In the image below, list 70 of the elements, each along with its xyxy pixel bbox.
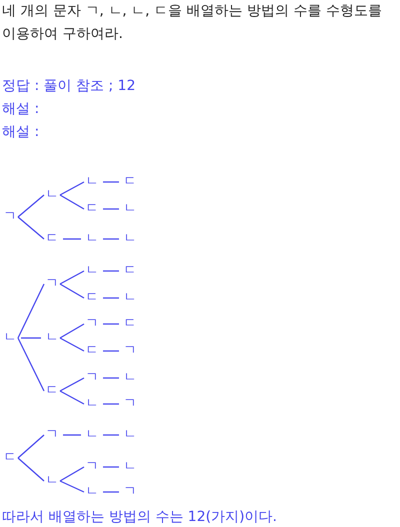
tree-letter: ㄱ [85, 316, 99, 332]
tree-letter: ㄱ [85, 459, 99, 475]
tree-letter: ㄷ [123, 174, 137, 190]
branch-line [60, 323, 84, 339]
branch-line [18, 216, 44, 240]
branch-line [60, 377, 84, 392]
branch-line [18, 434, 44, 458]
tree-letter: ㄴ [45, 330, 59, 346]
tree-letter: ㄱ [45, 427, 59, 443]
tree-letter: ㄷ [3, 450, 17, 466]
tree-letter: ㄱ [123, 484, 137, 500]
tree-letter: ㄷ [85, 201, 99, 217]
tree-letter: ㄴ [123, 459, 137, 475]
tree-letter: ㄴ [3, 330, 17, 346]
branch-line [17, 338, 45, 392]
dash-line [103, 377, 119, 379]
tree-letter: ㄴ [45, 473, 59, 489]
tree-letter: ㄷ [85, 343, 99, 359]
branch-line [18, 458, 44, 482]
tree-letter: ㄷ [85, 290, 99, 306]
dash-line [63, 238, 81, 240]
explanation-heading: 해설 : [2, 123, 40, 142]
dash-line [63, 434, 81, 436]
tree-letter: ㄱ [45, 276, 59, 292]
dash-line [103, 491, 119, 493]
dash-line [103, 181, 119, 183]
branch-line [60, 466, 84, 482]
conclusion-text: 따라서 배열하는 방법의 수는 12(가지)이다. [2, 508, 277, 527]
tree-letter: ㄴ [85, 396, 99, 412]
branch-line [60, 390, 84, 405]
tree-letter: ㄴ [123, 290, 137, 306]
dash-line [103, 208, 119, 210]
dash-line [103, 403, 119, 405]
dash-line [103, 466, 119, 468]
tree-letter: ㄴ [45, 187, 59, 203]
dash-line [103, 270, 119, 272]
branch-line [18, 194, 44, 218]
branch-line [60, 181, 84, 196]
tree-letter: ㄷ [45, 231, 59, 247]
branch-line [60, 270, 84, 285]
tree-letter: ㄴ [123, 231, 137, 247]
tree-letter: ㄱ [123, 343, 137, 359]
tree-letter: ㄴ [85, 427, 99, 443]
tree-letter: ㄴ [85, 231, 99, 247]
tree-letter: ㄱ [123, 396, 137, 412]
tree-letter: ㄴ [123, 201, 137, 217]
tree-letter: ㄷ [123, 263, 137, 279]
dash-line [103, 297, 119, 299]
tree-letter: ㄴ [85, 263, 99, 279]
tree-letter: ㄱ [85, 370, 99, 386]
dash-line [103, 238, 119, 240]
branch-line [60, 480, 84, 493]
answer-text: 정답 : 풀이 참조 ; 12 [2, 77, 136, 96]
dash-line [103, 350, 119, 352]
branch-line [60, 283, 84, 299]
tree-letter: ㄴ [123, 427, 137, 443]
tree-letter: ㄱ [3, 209, 17, 225]
branch-line [60, 194, 84, 210]
tree-letter: ㄴ [85, 174, 99, 190]
branch-line [17, 284, 45, 338]
dash-line [103, 434, 119, 436]
tree-letter: ㄷ [123, 316, 137, 332]
branch-line [60, 337, 84, 352]
tree-letter: ㄴ [85, 484, 99, 500]
tree-letter: ㄴ [123, 370, 137, 386]
question-text: 네 개의 문자 ㄱ, ㄴ, ㄴ, ㄷ을 배열하는 방법의 수를 수형도를 이용하여 구하여라. [2, 2, 383, 44]
tree-letter: ㄷ [45, 383, 59, 399]
explanation-heading: 해설 : [2, 100, 40, 119]
dash-line [103, 323, 119, 325]
dash-line [21, 337, 41, 339]
